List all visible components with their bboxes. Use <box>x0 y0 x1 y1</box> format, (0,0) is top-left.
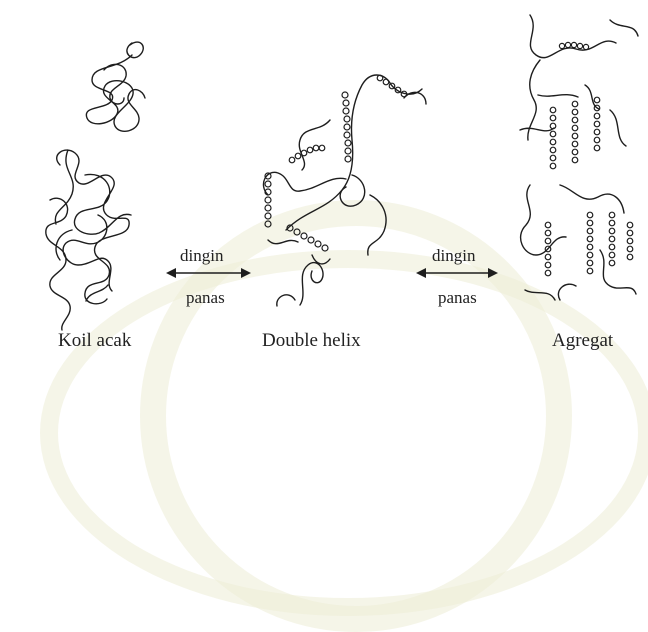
random-coil-group <box>46 42 145 330</box>
transition-2-forward-label: dingin <box>432 246 475 266</box>
random-coil-lower <box>46 150 131 330</box>
aggregate-group <box>520 15 638 300</box>
transition-arrow-1 <box>166 268 251 278</box>
aggregate-strands <box>520 15 638 300</box>
caption-koil-acak: Koil acak <box>58 330 131 352</box>
helix-strand-a <box>277 255 330 306</box>
transition-2-reverse-label: panas <box>438 288 477 308</box>
diagram-drawing <box>0 0 648 360</box>
transition-1-forward-label: dingin <box>180 246 223 266</box>
helix-strand-b <box>263 75 426 255</box>
diagram-stage: dingin panas dingin panas Koil acak Doub… <box>0 0 648 360</box>
transition-1-reverse-label: panas <box>186 288 225 308</box>
random-coil-upper <box>86 42 145 131</box>
aggregate-bead-columns <box>545 42 633 275</box>
caption-agregat: Agregat <box>552 330 613 352</box>
double-helix-group <box>263 75 426 306</box>
caption-double-helix: Double helix <box>262 330 361 352</box>
transition-arrow-2 <box>416 268 498 278</box>
